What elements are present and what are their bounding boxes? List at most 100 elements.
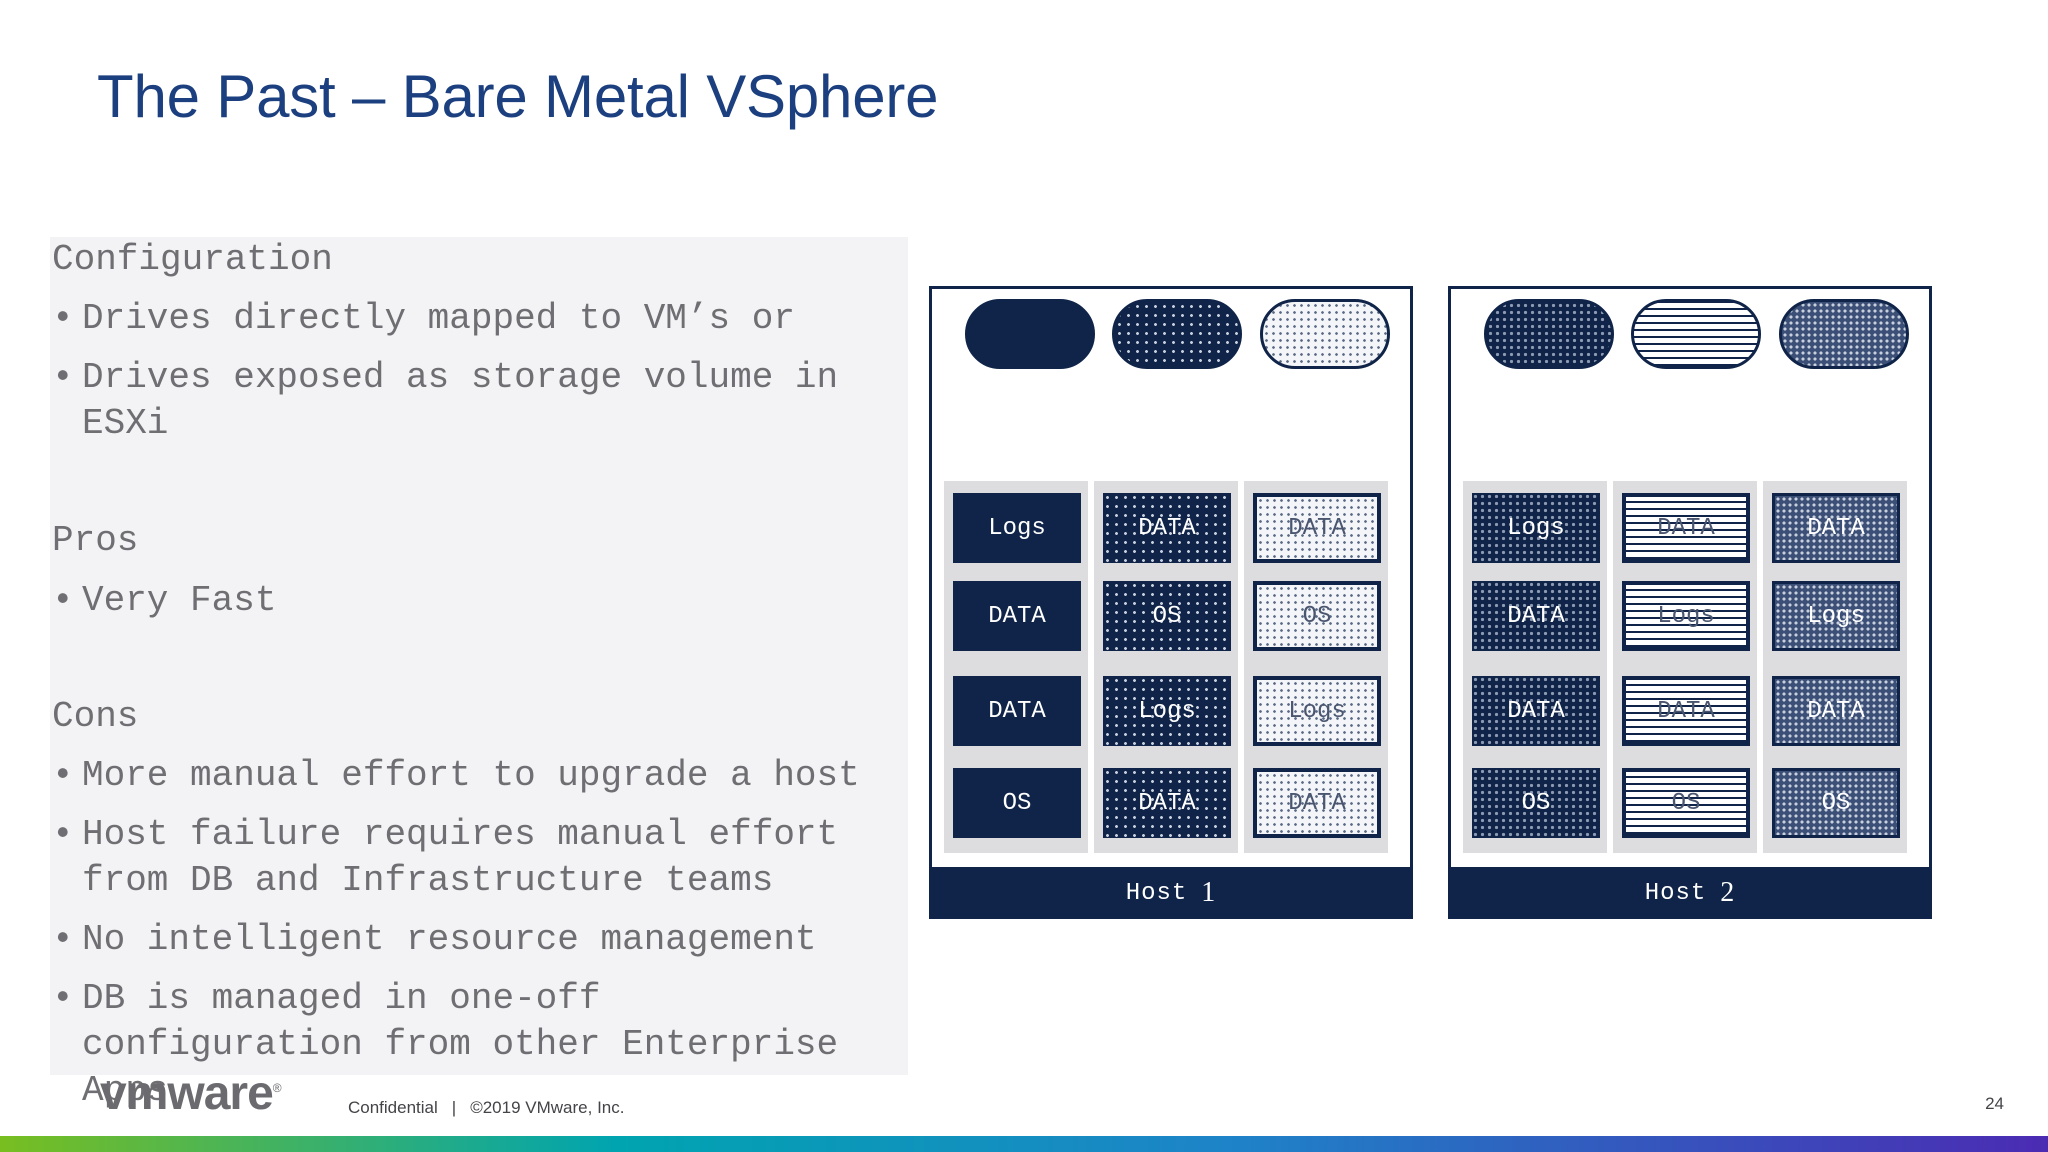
- drive-label: DATA: [1507, 697, 1565, 725]
- bullet-line: •Very Fast: [52, 578, 276, 624]
- bullet-line: •Host failure requires manual effort: [52, 812, 838, 858]
- line-text: Host failure requires manual effort: [82, 814, 839, 855]
- bullet-dot: •: [52, 814, 74, 855]
- drive-data: DATA: [1253, 493, 1381, 563]
- drive-data: DATA: [1472, 581, 1600, 651]
- drive-data: DATA: [1253, 768, 1381, 838]
- drive-data: DATA: [953, 581, 1081, 651]
- line-text: Configuration: [52, 239, 333, 280]
- drive-label: Logs: [1807, 602, 1865, 630]
- copyright-label: ©2019 VMware, Inc.: [470, 1098, 625, 1117]
- drive-data: DATA: [1622, 493, 1750, 563]
- bullet-dot: •: [52, 357, 74, 398]
- page-number: 24: [1985, 1094, 2004, 1113]
- drive-label: DATA: [988, 697, 1046, 725]
- drive-os: OS: [1103, 581, 1231, 651]
- line-text: Very Fast: [82, 580, 277, 621]
- logo-text: vmware: [100, 1067, 274, 1120]
- drive-os: OS: [1253, 581, 1381, 651]
- drive-logs: Logs: [1772, 581, 1900, 651]
- drive-logs: Logs: [953, 493, 1081, 563]
- line-text: Cons: [52, 696, 139, 737]
- drive-label: OS: [1521, 789, 1551, 817]
- vmware-logo: vmware®: [100, 1066, 282, 1121]
- line-text: Pros: [52, 520, 139, 561]
- host-label: Host: [1644, 879, 1707, 907]
- drive-logs: Logs: [1253, 676, 1381, 746]
- vm-pill: [1484, 299, 1614, 369]
- confidential-label: Confidential: [348, 1098, 438, 1117]
- bullet-line: •Drives directly mapped to VM’s or: [52, 296, 795, 342]
- bullet-line: Apps: [52, 1068, 168, 1114]
- drive-os: OS: [1472, 768, 1600, 838]
- section-heading: Pros: [52, 518, 138, 564]
- vm-pill: [1779, 299, 1909, 369]
- bullet-line: from DB and Infrastructure teams: [52, 858, 773, 904]
- drive-label: OS: [1002, 789, 1032, 817]
- footer-separator: |: [451, 1098, 457, 1117]
- drive-data: DATA: [1622, 676, 1750, 746]
- bullet-line: •Drives exposed as storage volume in: [52, 355, 838, 401]
- footer-text: Confidential | ©2019 VMware, Inc.: [348, 1098, 624, 1118]
- bullet-dot: •: [52, 919, 74, 960]
- host-label-bar: Host 2: [1448, 867, 1932, 919]
- drive-label: DATA: [1288, 514, 1346, 542]
- bullet-dot: •: [52, 298, 74, 339]
- line-text: Drives directly mapped to VM’s or: [82, 298, 795, 339]
- bullet-line: •No intelligent resource management: [52, 917, 817, 963]
- drive-label: Logs: [1507, 514, 1565, 542]
- bullet-dot: •: [52, 978, 74, 1019]
- drive-data: DATA: [1472, 676, 1600, 746]
- drive-data: DATA: [1103, 768, 1231, 838]
- line-text: Apps: [82, 1070, 169, 1111]
- drive-label: DATA: [1657, 514, 1715, 542]
- vm-pill: [1631, 299, 1761, 369]
- host-label: Host: [1125, 879, 1188, 907]
- host-number: 1: [1201, 877, 1217, 908]
- drive-data: DATA: [1103, 493, 1231, 563]
- drive-data: DATA: [1772, 493, 1900, 563]
- host-label-bar: Host 1: [929, 867, 1413, 919]
- drive-logs: Logs: [1103, 676, 1231, 746]
- drive-label: OS: [1821, 789, 1851, 817]
- drive-label: DATA: [1657, 697, 1715, 725]
- line-text: More manual effort to upgrade a host: [82, 755, 860, 796]
- drive-label: DATA: [988, 602, 1046, 630]
- drive-data: DATA: [953, 676, 1081, 746]
- host-number: 2: [1720, 877, 1736, 908]
- bullet-line: ESXi: [52, 401, 168, 447]
- bullet-dot: •: [52, 755, 74, 796]
- drive-label: OS: [1152, 602, 1182, 630]
- drive-logs: Logs: [1472, 493, 1600, 563]
- drive-label: DATA: [1807, 514, 1865, 542]
- slide-title: The Past – Bare Metal VSphere: [97, 63, 939, 130]
- logo-mark: ®: [272, 1081, 282, 1095]
- vm-pill: [1112, 299, 1242, 369]
- drive-os: OS: [953, 768, 1081, 838]
- vm-pill: [1260, 299, 1390, 369]
- text-box: Configuration•Drives directly mapped to …: [50, 237, 908, 1111]
- drive-label: DATA: [1507, 602, 1565, 630]
- line-text: DB is managed in one-off: [82, 978, 601, 1019]
- brand-gradient-bar: [0, 1136, 2048, 1152]
- line-text: Drives exposed as storage volume in: [82, 357, 839, 398]
- bullet-line: configuration from other Enterprise: [52, 1022, 838, 1068]
- drive-label: Logs: [988, 514, 1046, 542]
- section-heading: Configuration: [52, 237, 333, 283]
- drive-os: OS: [1772, 768, 1900, 838]
- drive-os: OS: [1622, 768, 1750, 838]
- line-text: from DB and Infrastructure teams: [82, 860, 774, 901]
- drive-label: DATA: [1807, 697, 1865, 725]
- bullet-line: •DB is managed in one-off: [52, 976, 600, 1022]
- drive-label: OS: [1302, 602, 1332, 630]
- drive-label: Logs: [1657, 602, 1715, 630]
- drive-label: OS: [1671, 789, 1701, 817]
- line-text: configuration from other Enterprise: [82, 1024, 839, 1065]
